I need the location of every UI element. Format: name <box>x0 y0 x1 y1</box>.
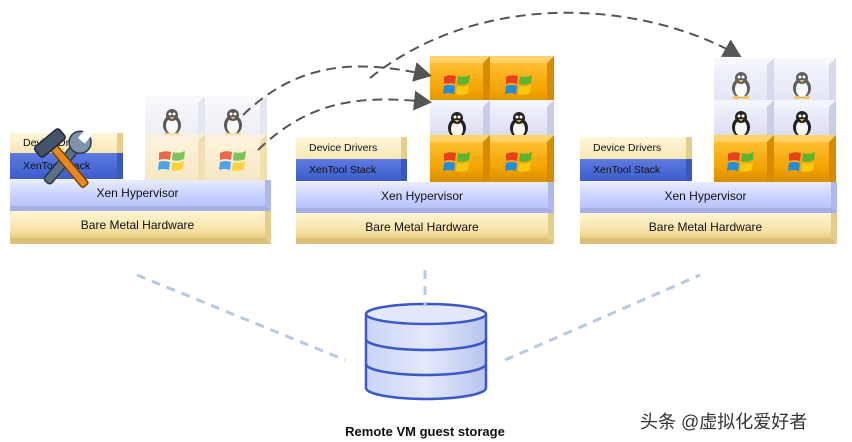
bare-metal-layer: Bare Metal Hardware <box>296 213 554 244</box>
toolstack-layer: XenTool Stack <box>296 159 407 181</box>
device-drivers-layer: Device Drivers <box>296 137 407 159</box>
hypervisor-layer: Xen Hypervisor <box>10 180 271 211</box>
vm-windows <box>714 135 774 182</box>
vm-windows-faded <box>145 134 205 180</box>
migration-arrow-1 <box>242 62 432 116</box>
wrench-hammer-icon <box>33 128 92 189</box>
database-cylinder-icon <box>364 302 488 401</box>
hypervisor-layer: Xen Hypervisor <box>580 182 837 213</box>
storage-caption: Remote VM guest storage <box>345 424 505 439</box>
vm-linux <box>714 58 774 104</box>
bare-metal-layer: Bare Metal Hardware <box>10 211 271 244</box>
linux-penguin-icon <box>790 71 814 99</box>
vm-linux-faded <box>205 96 267 141</box>
vm-linux <box>774 100 836 140</box>
migration-arrow-2 <box>257 90 432 151</box>
windows-logo-icon <box>442 150 471 174</box>
bare-metal-layer: Bare Metal Hardware <box>580 213 837 244</box>
vm-linux <box>774 58 836 104</box>
windows-logo-icon <box>504 150 533 174</box>
windows-logo-icon <box>504 73 533 97</box>
windows-logo-icon <box>787 150 816 174</box>
storage-link-right <box>504 273 701 362</box>
vm-windows <box>430 135 490 182</box>
vm-linux-faded <box>145 96 205 141</box>
windows-logo-icon <box>157 149 186 173</box>
toolstack-layer: XenTool Stack <box>580 159 692 181</box>
vm-windows-faded <box>205 134 267 180</box>
vm-windows <box>774 135 836 182</box>
vm-windows <box>430 56 490 106</box>
windows-logo-icon <box>218 149 247 173</box>
migration-arrow-3 <box>369 11 742 79</box>
linux-penguin-icon <box>790 110 814 138</box>
windows-logo-icon <box>442 73 471 97</box>
device-drivers-layer: Device Drivers <box>580 137 692 159</box>
hypervisor-layer: Xen Hypervisor <box>296 182 554 213</box>
vm-windows <box>490 135 554 182</box>
vm-linux <box>714 100 774 140</box>
windows-logo-icon <box>726 150 755 174</box>
linux-penguin-icon <box>507 111 531 139</box>
linux-penguin-icon <box>729 71 753 99</box>
linux-penguin-icon <box>160 108 184 136</box>
vm-windows <box>490 56 554 106</box>
watermark: 头条 @虚拟化爱好者 <box>640 412 808 432</box>
storage-link-left <box>136 273 346 362</box>
